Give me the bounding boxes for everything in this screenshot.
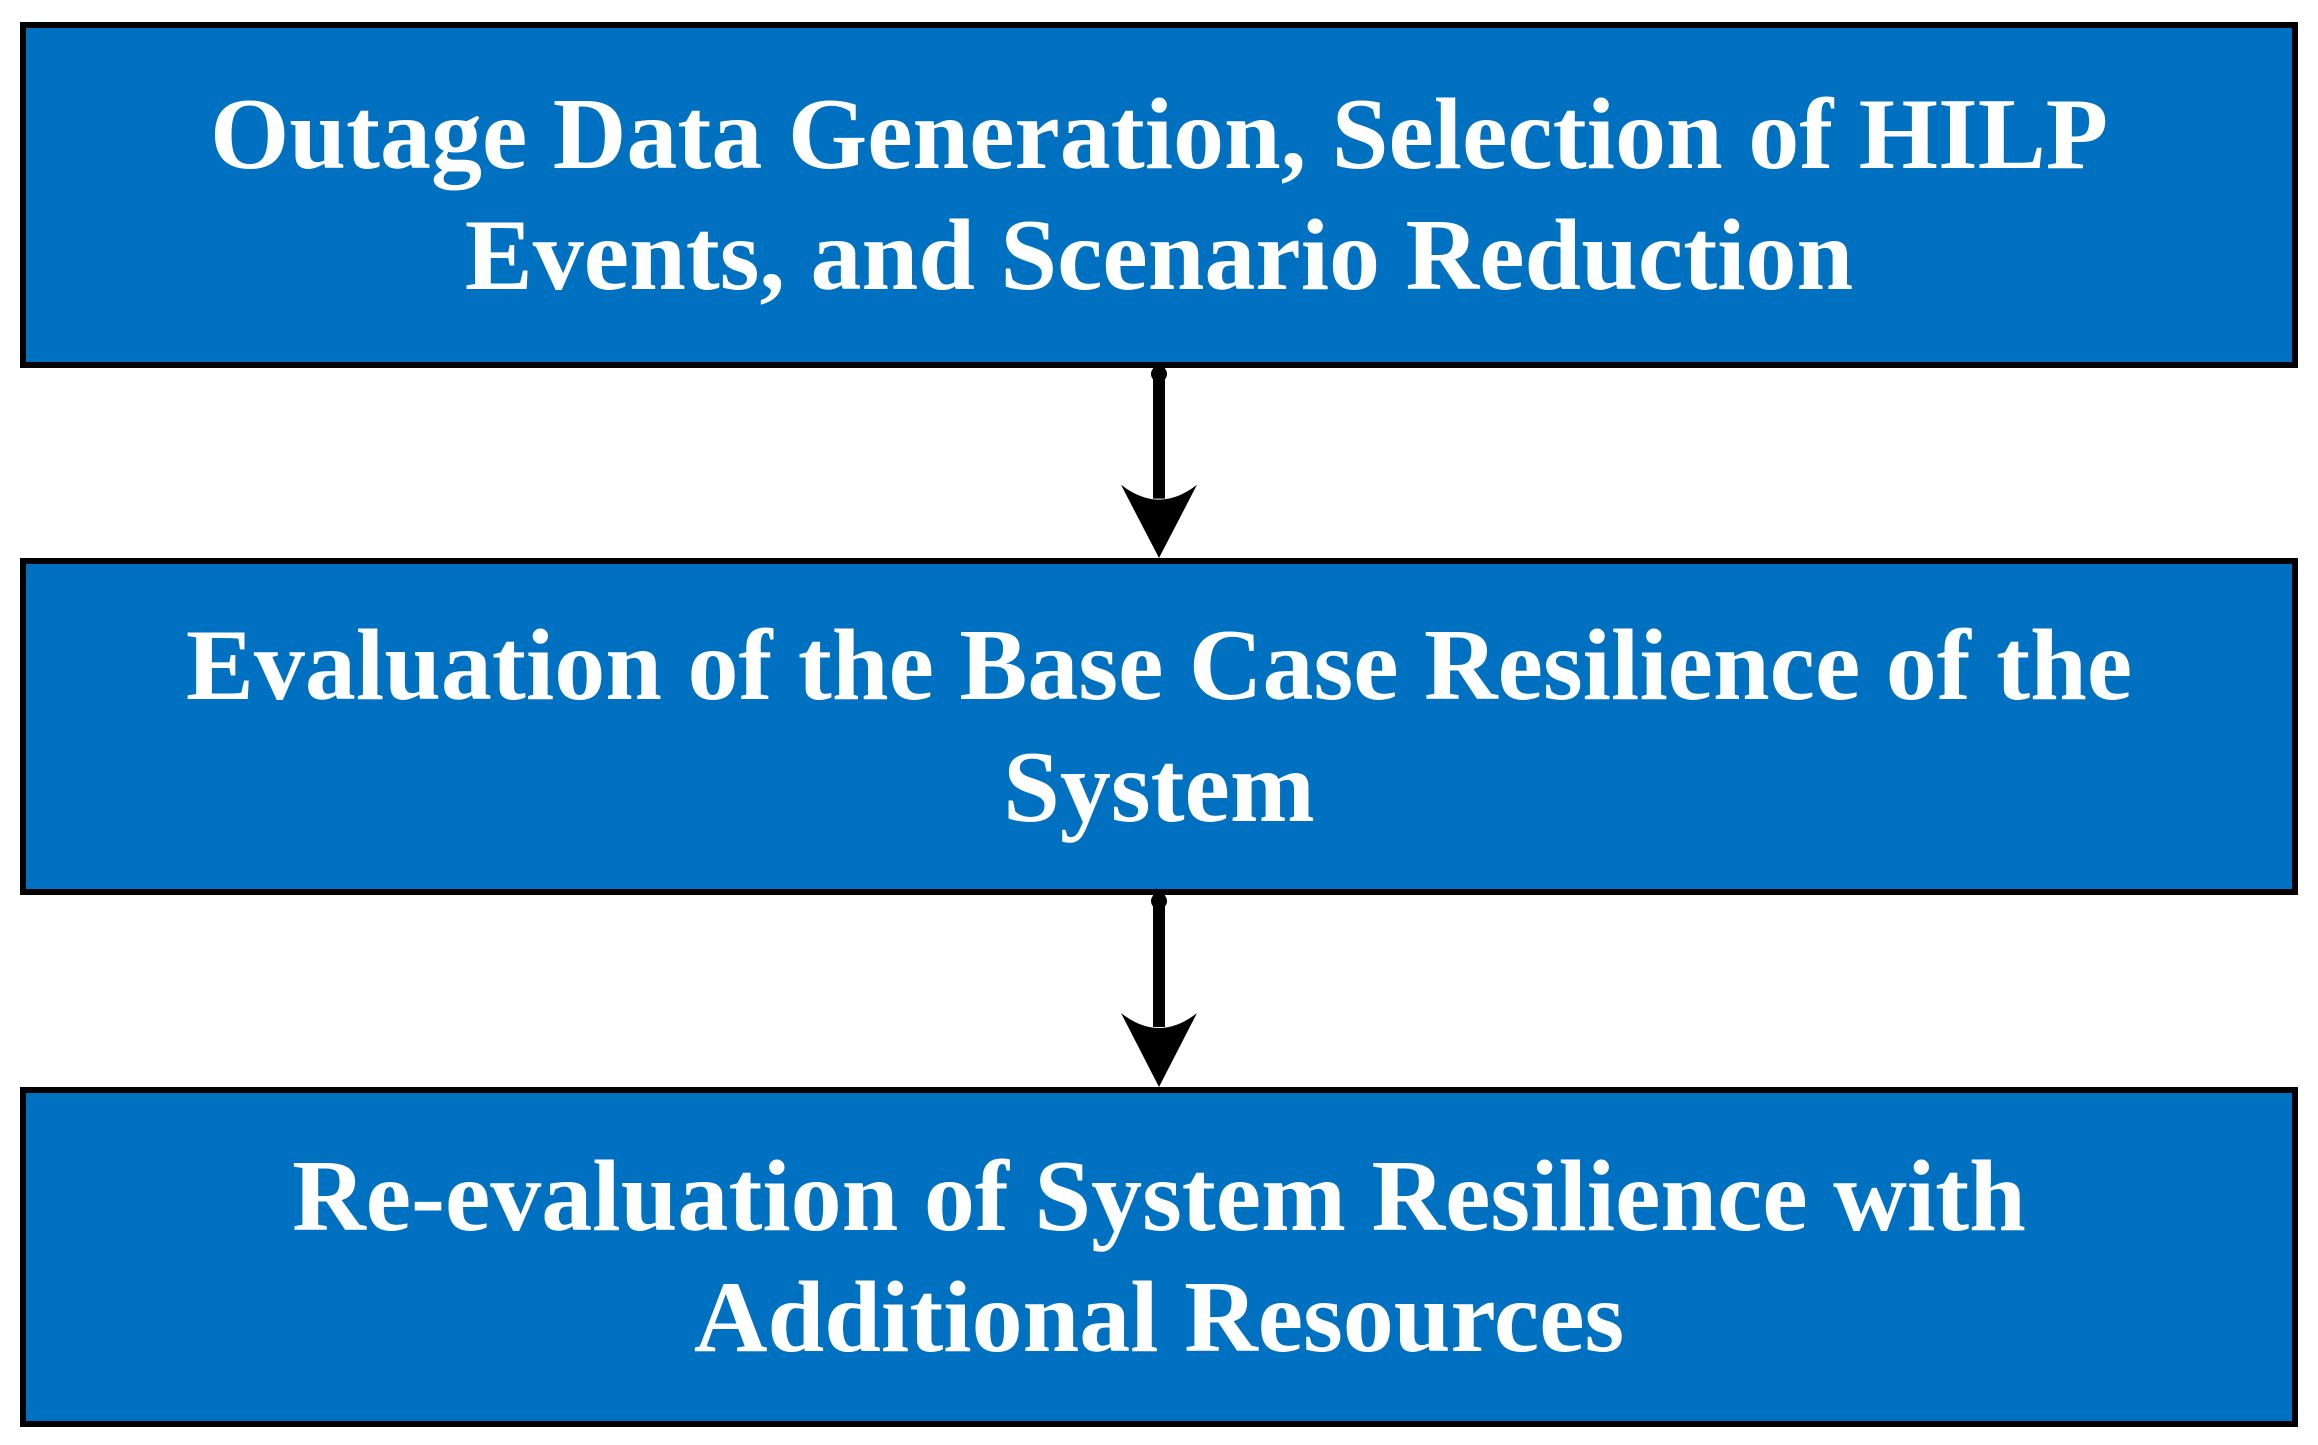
flowchart-box-re-evaluation: Re-evaluation of System Resilience with …: [20, 1087, 2298, 1427]
box-text-line: Additional Resources: [693, 1261, 1625, 1374]
flow-arrow-down-2: [1109, 895, 1209, 1087]
flowchart-box-base-case-evaluation: Evaluation of the Base Case Resilience o…: [20, 558, 2298, 895]
box-text-line: Re-evaluation of System Resilience with: [292, 1139, 2026, 1253]
box-text-line: Evaluation of the Base Case Resilience o…: [185, 609, 2133, 723]
down-arrow-icon: [1121, 895, 1197, 1087]
box-text-line: System: [1003, 730, 1315, 844]
down-arrow-icon: [1121, 368, 1197, 558]
box-text-line: Events, and Scenario Reduction: [464, 199, 1854, 312]
flow-arrow-down-1: [1109, 368, 1209, 558]
box-text-line: Outage Data Generation, Selection of HIL…: [209, 77, 2109, 191]
flowchart-box-outage-data-generation: Outage Data Generation, Selection of HIL…: [20, 22, 2298, 368]
